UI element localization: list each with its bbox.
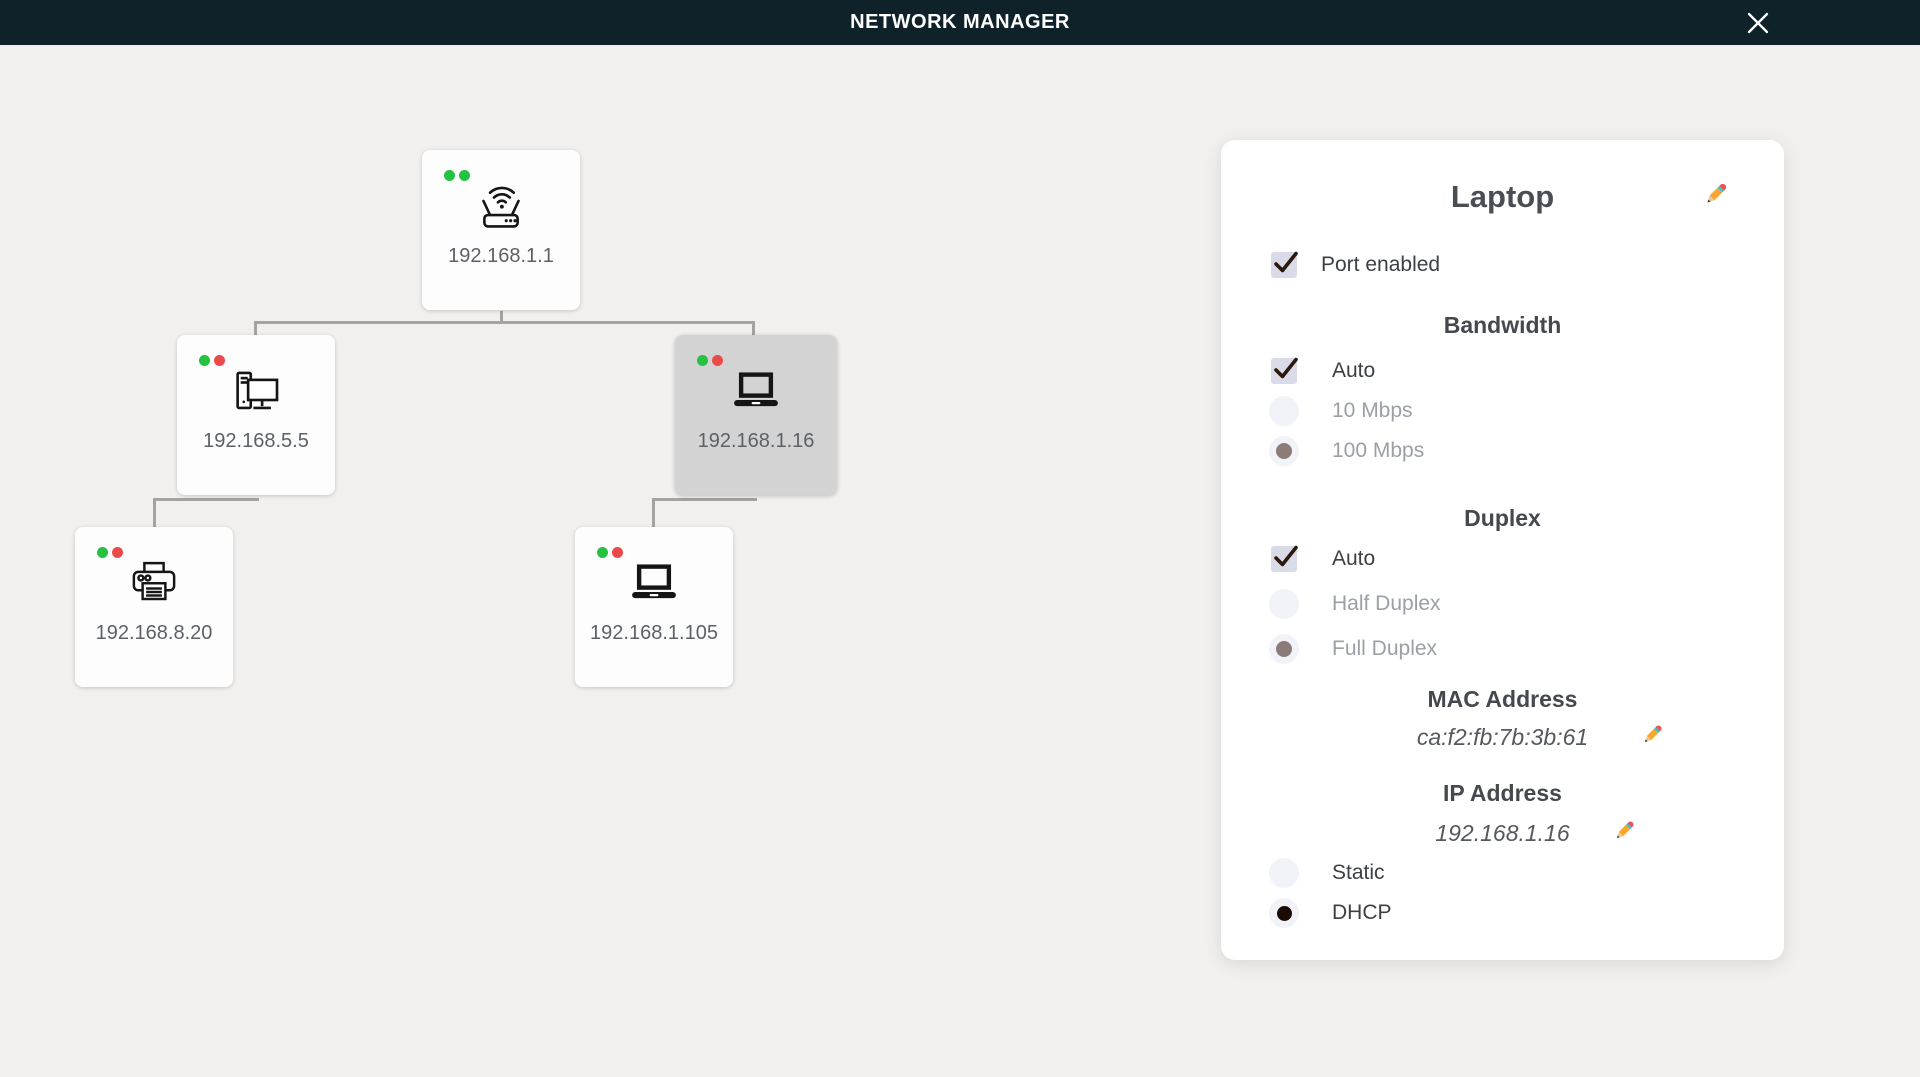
ip-dhcp-row[interactable]: DHCP [1269, 898, 1392, 928]
duplex-half-row[interactable]: Half Duplex [1269, 589, 1441, 619]
printer-icon [75, 557, 233, 613]
status-led-icon [459, 170, 470, 181]
connector-line [153, 498, 156, 529]
ip-dhcp-label[interactable]: DHCP [1332, 901, 1392, 924]
ip-address-heading: IP Address [1443, 780, 1562, 806]
duplex-full-radio[interactable] [1269, 634, 1299, 664]
device-settings-panel: Laptop Port enabled [1221, 140, 1784, 960]
node-desktop[interactable]: 192.168.5.5 [177, 335, 335, 495]
connector-line [752, 321, 755, 337]
ip-dhcp-radio[interactable] [1269, 898, 1299, 928]
mac-address-row: ca:f2:fb:7b:3b:61 [1221, 724, 1784, 751]
node-ip-label: 192.168.1.105 [590, 622, 718, 644]
status-led-icon [112, 547, 123, 558]
ip-static-radio[interactable] [1269, 858, 1299, 888]
connector-line [254, 321, 755, 324]
edit-ip-button[interactable] [1612, 818, 1637, 843]
node-router[interactable]: 192.168.1.1 [422, 150, 580, 310]
connector-line [652, 498, 757, 501]
node-ip-label: 192.168.5.5 [203, 430, 309, 452]
bandwidth-heading: Bandwidth [1443, 312, 1562, 338]
bandwidth-auto-row[interactable]: Auto [1269, 356, 1375, 386]
bandwidth-100mbps-label[interactable]: 100 Mbps [1332, 439, 1425, 462]
duplex-heading: Duplex [1464, 505, 1541, 531]
bandwidth-10mbps-label[interactable]: 10 Mbps [1332, 399, 1413, 422]
duplex-full-label[interactable]: Full Duplex [1332, 637, 1438, 660]
port-enabled-row[interactable]: Port enabled [1269, 250, 1440, 280]
status-led-icon [612, 547, 623, 558]
node-ip-label: 192.168.8.20 [95, 622, 213, 644]
duplex-auto-checkbox[interactable] [1269, 544, 1299, 574]
bandwidth-10mbps-radio[interactable] [1269, 396, 1299, 426]
ip-address-value: 192.168.1.16 [1435, 820, 1570, 846]
ip-address-row: 192.168.1.16 [1221, 820, 1784, 847]
bandwidth-auto-checkbox[interactable] [1269, 356, 1299, 386]
pencil-icon [1612, 821, 1637, 846]
node-ip-label: 192.168.1.1 [448, 245, 554, 267]
status-led-icon [712, 355, 723, 366]
status-led-icon [214, 355, 225, 366]
duplex-auto-row[interactable]: Auto [1269, 544, 1375, 574]
connector-line [652, 498, 655, 529]
desktop-icon [177, 365, 335, 421]
close-button[interactable] [1742, 7, 1774, 39]
duplex-half-radio[interactable] [1269, 589, 1299, 619]
status-led-icon [97, 547, 108, 558]
close-icon [1743, 8, 1773, 38]
port-enabled-checkbox[interactable] [1269, 250, 1299, 280]
node-laptop[interactable]: 192.168.1.105 [575, 527, 733, 687]
pencil-icon [1640, 725, 1665, 750]
bandwidth-auto-label[interactable]: Auto [1332, 359, 1376, 382]
node-ip-label: 192.168.1.16 [697, 430, 815, 452]
panel-title: Laptop [1450, 179, 1555, 214]
app-title: NETWORK MANAGER [850, 11, 1070, 33]
duplex-auto-label[interactable]: Auto [1332, 547, 1376, 570]
mac-address-value: ca:f2:fb:7b:3b:61 [1416, 724, 1589, 750]
pencil-icon [1702, 183, 1730, 211]
laptop-icon [575, 557, 733, 613]
status-led-icon [697, 355, 708, 366]
port-enabled-label[interactable]: Port enabled [1321, 253, 1441, 276]
mac-address-heading: MAC Address [1427, 686, 1578, 712]
connector-line [254, 321, 257, 337]
router-icon [422, 180, 580, 236]
status-led-icon [597, 547, 608, 558]
ip-static-row[interactable]: Static [1269, 858, 1385, 888]
bandwidth-10mbps-row[interactable]: 10 Mbps [1269, 396, 1413, 426]
edit-name-button[interactable] [1702, 180, 1730, 208]
bandwidth-100mbps-radio[interactable] [1269, 436, 1299, 466]
duplex-full-row[interactable]: Full Duplex [1269, 634, 1437, 664]
node-laptop-selected[interactable]: 192.168.1.16 [675, 335, 837, 495]
laptop-icon [675, 365, 837, 421]
connector-line [500, 311, 503, 323]
edit-mac-button[interactable] [1640, 722, 1665, 747]
bandwidth-100mbps-row[interactable]: 100 Mbps [1269, 436, 1424, 466]
connector-line [153, 498, 259, 501]
ip-static-label[interactable]: Static [1332, 861, 1385, 884]
status-led-icon [199, 355, 210, 366]
status-led-icon [444, 170, 455, 181]
node-printer[interactable]: 192.168.8.20 [75, 527, 233, 687]
duplex-half-label[interactable]: Half Duplex [1332, 592, 1441, 615]
title-bar: NETWORK MANAGER [0, 0, 1920, 45]
